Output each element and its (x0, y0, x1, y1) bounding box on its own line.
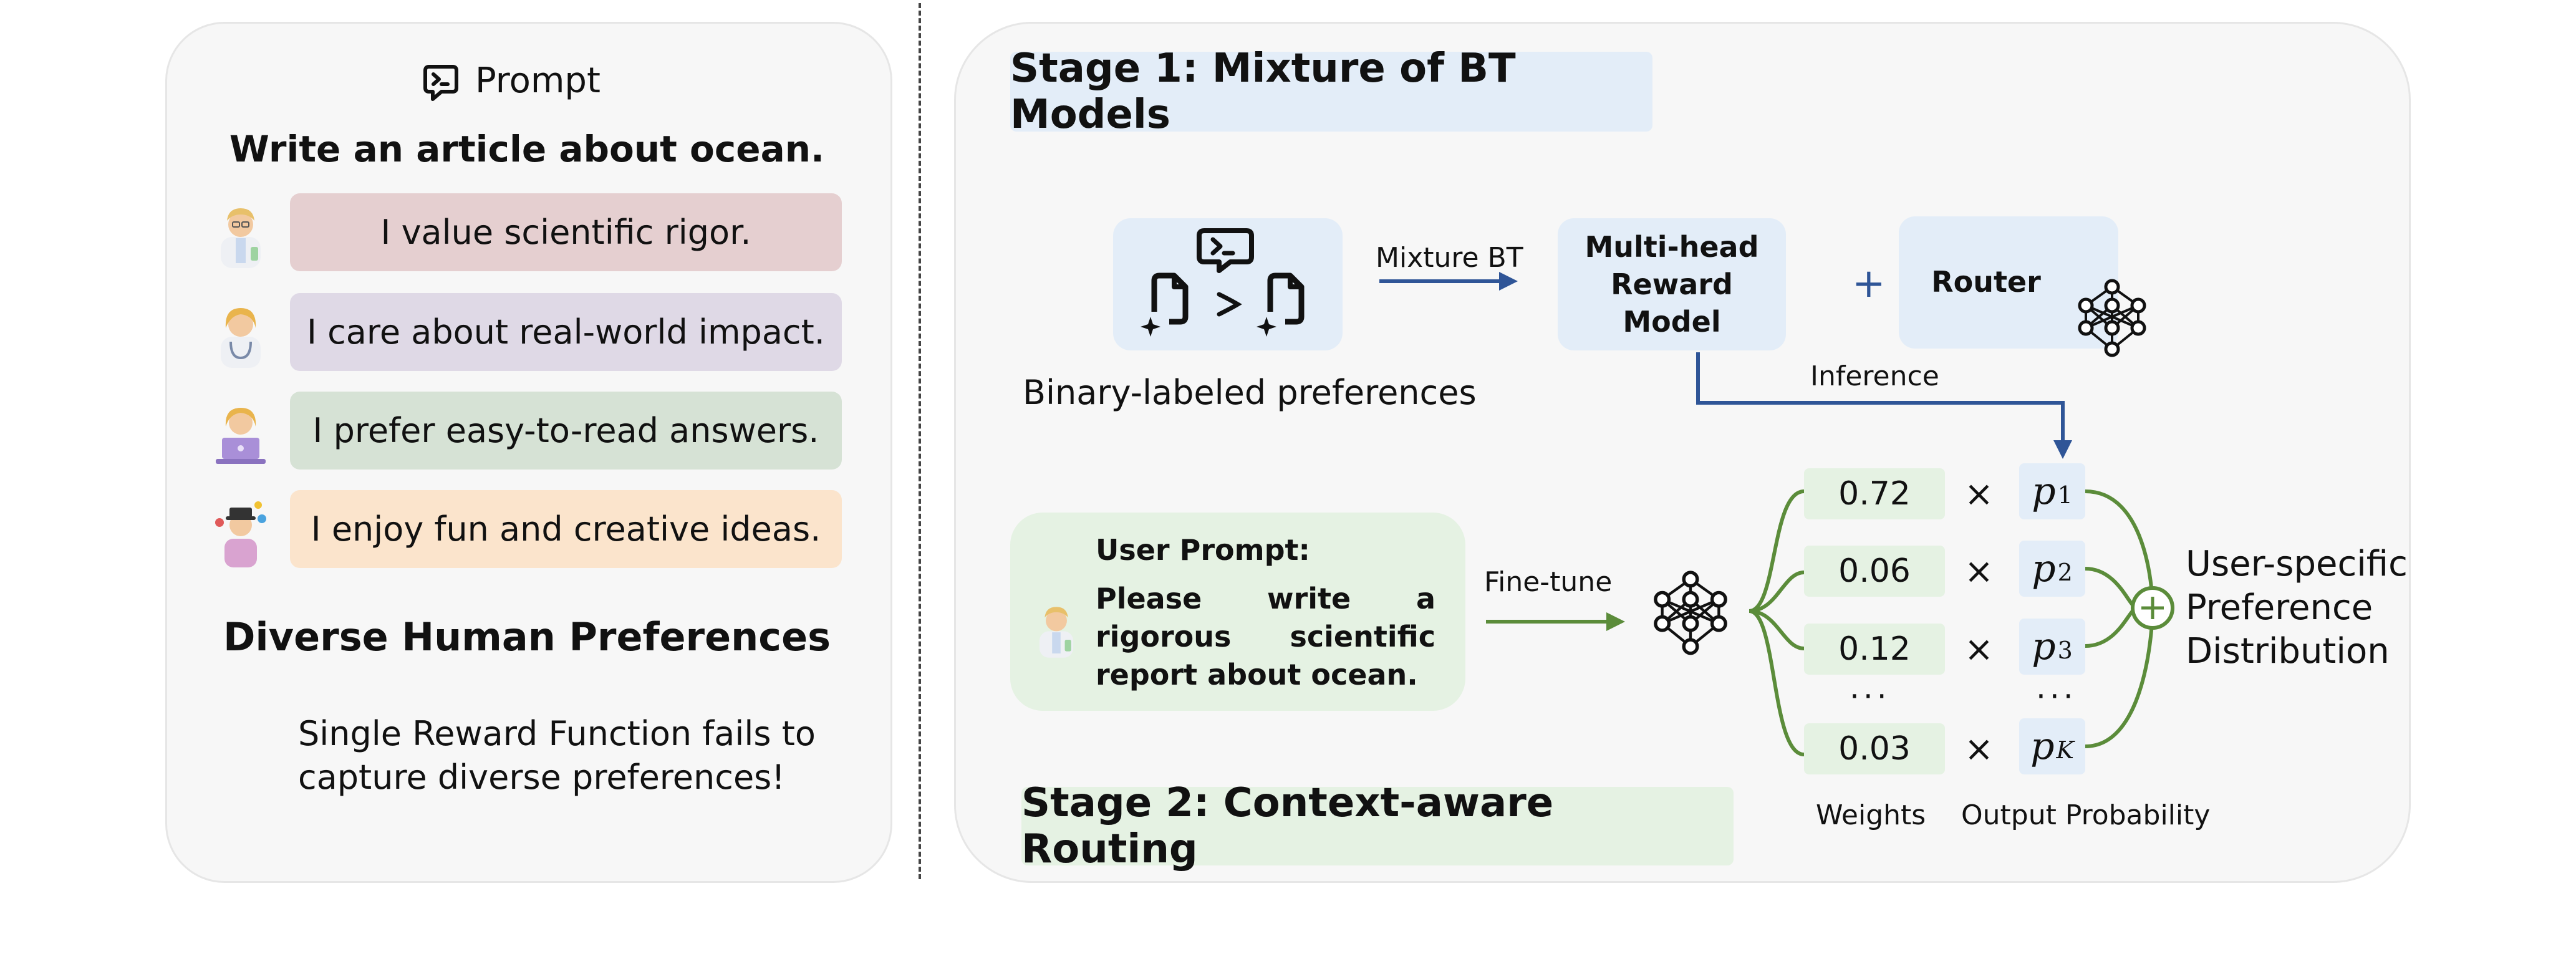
distribution-label: User-specific Preference Distribution (2186, 542, 2408, 673)
reward-model-line: Multi-head (1585, 230, 1759, 264)
doctor-avatar-icon (221, 308, 261, 368)
distribution-line: User-specific (2186, 544, 2408, 584)
mixture-bt-label: Mixture BT (1376, 242, 1523, 274)
times-symbol: × (1964, 629, 1994, 670)
user-prompt-text: Please write a rigorous scientific repor… (1096, 582, 1435, 691)
preference-box: I prefer easy-to-read answers. (290, 392, 842, 470)
router-network-icon (2080, 281, 2144, 355)
failure-text-line: capture diverse preferences! (298, 758, 785, 797)
juggler-avatar-icon (215, 501, 266, 567)
weights-brace (1749, 489, 1805, 756)
preference-box: I value scientific rigor. (290, 193, 842, 271)
preference-box: I enjoy fun and creative ideas. (290, 490, 842, 568)
plus-symbol: + (1852, 261, 1886, 307)
binary-preference-icon (1141, 228, 1305, 337)
output-probability-label: Output Probability (1961, 799, 2211, 831)
distribution-line: Preference (2186, 587, 2373, 628)
finetuned-network-icon (1656, 572, 1725, 653)
weight-box: 0.72 (1804, 468, 1945, 519)
diverse-preferences-title: Diverse Human Preferences (223, 614, 831, 660)
stage1-title: Stage 1: Mixture of BT Models (1010, 46, 1652, 138)
weight-box: 0.03 (1804, 723, 1945, 774)
times-symbol: × (1964, 551, 1994, 592)
right-panel (954, 22, 2411, 883)
preference-box: I care about real-world impact. (290, 293, 842, 371)
finetune-label: Fine-tune (1484, 566, 1613, 598)
inference-label: Inference (1810, 360, 1939, 392)
prompt-icon (423, 65, 458, 101)
weights-label: Weights (1816, 799, 1926, 831)
probs-ellipsis: ··· (2036, 678, 2077, 715)
distribution-line: Distribution (2186, 631, 2390, 672)
router-label: Router (1931, 265, 2041, 299)
reward-model-line: Reward Model (1611, 267, 1733, 339)
failure-text-line: Single Reward Function fails to (298, 714, 816, 753)
weight-box: 0.06 (1804, 546, 1945, 597)
times-symbol: × (1964, 729, 1994, 769)
stage2-title: Stage 2: Context-aware Routing (1021, 780, 1734, 872)
weight-box: 0.12 (1804, 624, 1945, 675)
user-prompt-box (1010, 513, 1465, 711)
weights-ellipsis: ··· (1850, 678, 1891, 715)
panel-divider (919, 3, 921, 879)
prompt-text: Write an article about ocean. (229, 128, 825, 170)
reward-model-box: Multi-head Reward Model (1558, 218, 1786, 350)
scientist-avatar-icon (1039, 607, 1074, 658)
inference-arrow (1696, 352, 2072, 459)
prompt-label: Prompt (475, 60, 601, 101)
weights-brace-inner (1749, 571, 1805, 650)
times-symbol: × (1964, 474, 1994, 514)
aggregate-curve (2085, 567, 2135, 607)
binary-preferences-label: Binary-labeled preferences (1023, 373, 1477, 412)
laptop-user-avatar-icon (216, 408, 266, 464)
scientist-avatar-icon (221, 208, 261, 268)
aggregate-curve (2085, 609, 2135, 648)
user-prompt-title: User Prompt: (1096, 533, 1310, 567)
